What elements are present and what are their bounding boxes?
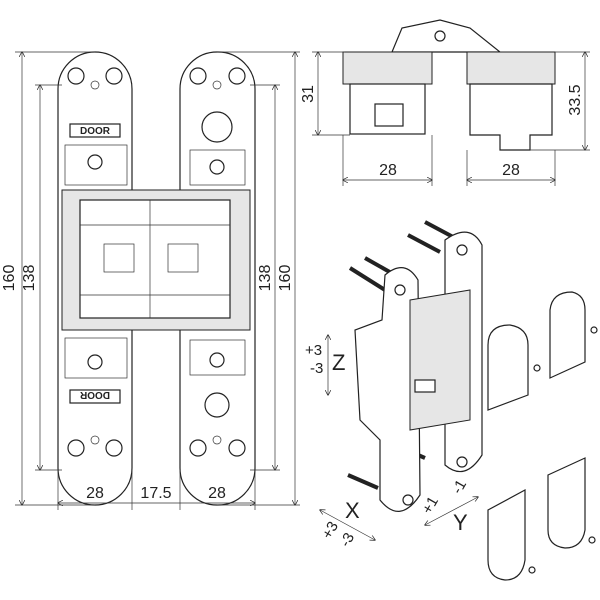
front-view: DOOR DOOR 160 138 138 160 28 17.5 28 [1, 52, 300, 510]
adjust-screw-icon [87, 154, 103, 170]
adjuster-bottom-left [64, 337, 128, 379]
dim-height-inner-left: 138 [21, 265, 38, 292]
iso-view: Z +3 -3 X +3 -3 Y +1 -1 [305, 220, 598, 581]
dim-height-outer-right: 160 [277, 265, 294, 292]
z-axis-minus: -3 [310, 360, 323, 377]
adjust-screw-icon [209, 159, 225, 175]
arm-slot-left [103, 243, 135, 273]
top-view-right-body [469, 83, 553, 151]
dim-height-outer-left: 160 [1, 265, 18, 292]
iso-hinge-body [409, 289, 471, 431]
adjuster-bottom-right [189, 339, 246, 376]
adjuster-top-left [64, 144, 128, 186]
top-view-right-block [466, 51, 556, 85]
y-axis-minus: -1 [449, 477, 470, 497]
screw-holes [67, 67, 246, 457]
y-axis-arrow [425, 497, 478, 525]
z-axis-label: Z [332, 350, 345, 375]
door-label-bottom-box [69, 389, 121, 404]
arm-slot-right [167, 243, 199, 273]
top-view-left-screw [374, 103, 404, 127]
top-view-left-block [342, 51, 433, 85]
adjust-screw-icon [87, 354, 103, 370]
door-label-bottom: DOOR [79, 389, 110, 400]
dim-gap: 17.5 [140, 485, 171, 502]
iso-slot [414, 379, 436, 393]
dim-top-width-right: 28 [502, 162, 520, 179]
cover-plate [547, 457, 586, 549]
y-axis-label: Y [453, 510, 468, 535]
cover-plate [487, 488, 526, 581]
hinge-arm [79, 199, 231, 319]
dim-width-left: 28 [86, 485, 104, 502]
hinge-knuckle [391, 19, 502, 53]
dim-top-height-left: 31 [300, 85, 317, 103]
cover-plate [487, 324, 529, 411]
door-label-top: DOOR [80, 126, 111, 137]
x-axis-plus: +3 [319, 519, 342, 542]
iso-left-leaf [354, 267, 421, 512]
dim-top-height-right: 33.5 [567, 84, 584, 115]
cover-plate [549, 291, 586, 379]
dim-height-inner-right: 138 [257, 265, 274, 292]
x-axis-label: X [345, 498, 360, 523]
dim-width-right: 28 [208, 485, 226, 502]
adjust-screw-icon [209, 352, 225, 368]
x-axis-arrow [320, 510, 375, 540]
x-axis-minus: -3 [337, 530, 358, 550]
dim-top-width-left: 28 [379, 162, 397, 179]
adjuster-top-right [189, 149, 246, 186]
cam-adjuster-bottom [204, 392, 230, 418]
z-axis-plus: +3 [305, 342, 322, 359]
top-view: 31 33.5 28 28 [300, 19, 590, 186]
door-label-top-box [69, 123, 121, 138]
cam-adjuster-top [201, 111, 233, 143]
y-axis-plus: +1 [419, 494, 442, 517]
